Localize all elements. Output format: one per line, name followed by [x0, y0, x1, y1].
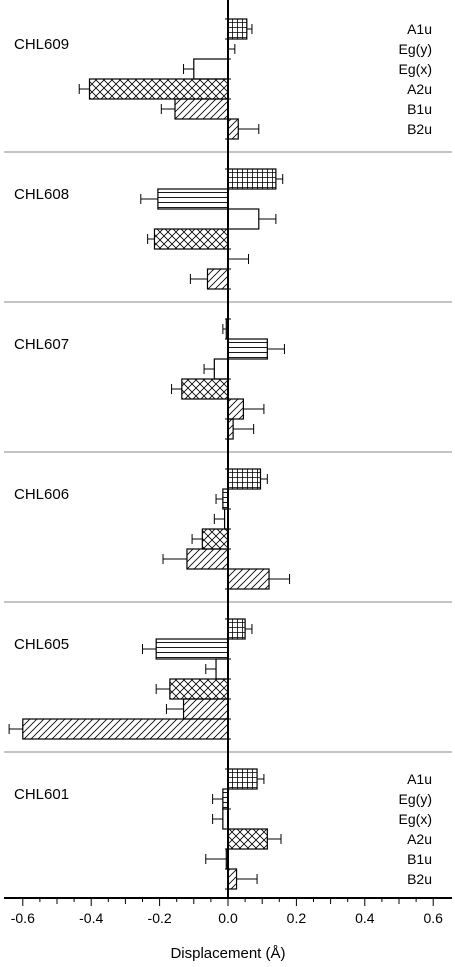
legend-label: B2u — [407, 871, 432, 887]
labels: CHL609A1uEg(y)Eg(x)A2uB1uB2uCHL608CHL607… — [11, 21, 443, 926]
legend-label: Eg(x) — [399, 811, 432, 827]
bar — [227, 18, 248, 40]
legend-label: A2u — [407, 831, 432, 847]
bar — [227, 828, 268, 850]
panel-label: CHL607 — [14, 336, 69, 353]
legend-label: B1u — [407, 101, 432, 117]
bar — [153, 228, 229, 250]
panel-label: CHL605 — [14, 636, 69, 653]
legend-label: A1u — [407, 771, 432, 787]
bar — [227, 618, 246, 640]
bars — [8, 18, 291, 890]
x-tick-label: -0.6 — [11, 910, 35, 926]
bar — [186, 548, 229, 570]
bar — [155, 638, 229, 660]
axes — [4, 0, 452, 906]
x-tick-label: 0.2 — [287, 910, 307, 926]
bar — [22, 718, 229, 740]
panel-label: CHL609 — [14, 36, 69, 53]
bar — [193, 58, 229, 80]
bar — [227, 568, 270, 590]
bar — [227, 118, 239, 140]
bar — [227, 338, 268, 360]
x-axis-label: Displacement (Å) — [170, 945, 285, 962]
panel-label: CHL608 — [14, 186, 69, 203]
legend-label: A1u — [407, 21, 432, 37]
legend-label: Eg(y) — [399, 41, 432, 57]
x-tick-label: -0.4 — [79, 910, 103, 926]
bar — [227, 398, 244, 420]
bar — [227, 208, 260, 230]
legend-label: B1u — [407, 851, 432, 867]
bar — [182, 698, 229, 720]
x-tick-label: 0.6 — [423, 910, 443, 926]
panel-label: CHL601 — [14, 786, 69, 803]
bar — [181, 378, 229, 400]
bar — [88, 78, 229, 100]
legend-label: Eg(y) — [399, 791, 432, 807]
legend-label: Eg(x) — [399, 61, 432, 77]
bar — [201, 528, 229, 550]
legend-label: B2u — [407, 121, 432, 137]
bar — [174, 98, 229, 120]
bar — [206, 268, 229, 290]
bar — [227, 868, 238, 890]
x-tick-label: 0.0 — [218, 910, 238, 926]
bar — [227, 768, 258, 790]
bar — [157, 188, 229, 210]
bar — [227, 168, 277, 190]
x-tick-label: -0.2 — [148, 910, 172, 926]
legend-label: A2u — [407, 81, 432, 97]
bar — [227, 468, 262, 490]
bar — [215, 658, 229, 680]
panel-label: CHL606 — [14, 486, 69, 503]
bar — [213, 358, 229, 380]
x-tick-label: 0.4 — [355, 910, 375, 926]
bar — [169, 678, 229, 700]
